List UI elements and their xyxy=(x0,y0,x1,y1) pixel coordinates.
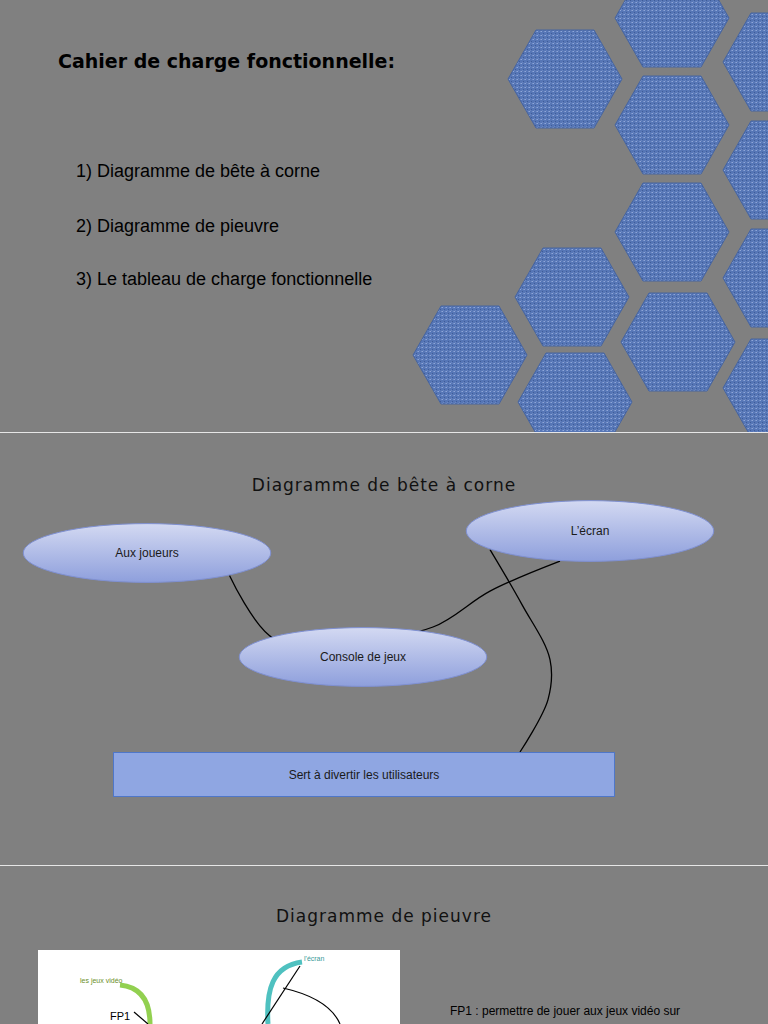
function-note: FP1 : permettre de jouer aux jeux vidéo … xyxy=(450,1004,680,1018)
slide-separator xyxy=(0,432,768,433)
node-text: L’écran xyxy=(571,524,610,538)
slide-title: Diagramme de bête à corne xyxy=(252,475,516,495)
diagram-label: les jeux vidéo xyxy=(80,977,122,984)
list-item: 3) Le tableau de charge fonctionnelle xyxy=(76,269,372,290)
function-box: Sert à divertir les utilisateurs xyxy=(113,752,615,797)
element-ellipse: Console de jeux xyxy=(238,627,488,687)
slide-title: Cahier de charge fonctionnelle: xyxy=(58,50,395,72)
element-ellipse: L’écran xyxy=(465,500,715,562)
connector-line xyxy=(490,550,552,752)
node-text: Sert à divertir les utilisateurs xyxy=(289,768,440,782)
node-text: Console de jeux xyxy=(320,650,406,664)
diagram-label: l'écran xyxy=(304,955,324,962)
slide-separator xyxy=(0,865,768,866)
list-item: 1) Diagramme de bête à corne xyxy=(76,161,320,182)
function-label: FP1 xyxy=(110,1010,130,1022)
node-text: Aux joueurs xyxy=(115,546,178,560)
element-ellipse: Aux joueurs xyxy=(22,523,272,583)
list-item: 2) Diagramme de pieuvre xyxy=(76,216,279,237)
slide-title: Diagramme de pieuvre xyxy=(276,906,492,926)
